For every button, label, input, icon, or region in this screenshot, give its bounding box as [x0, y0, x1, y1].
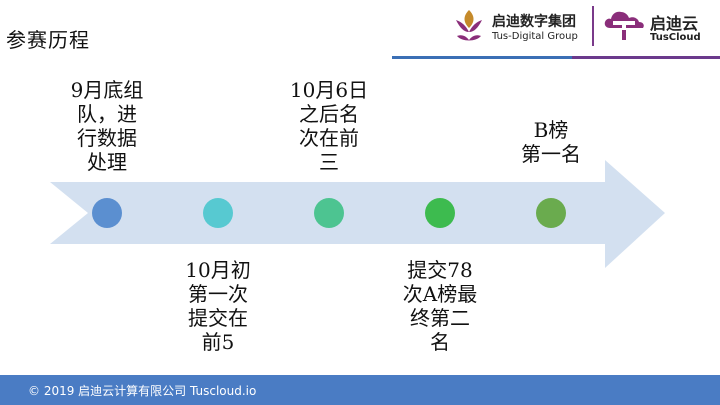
slide-title: 参赛历程 — [6, 28, 90, 52]
milestone-dot-5 — [536, 198, 566, 228]
milestone-label-5: B榜 第一名 — [521, 118, 581, 166]
milestone-label-2: 10月初 第一次 提交在 前5 — [185, 258, 251, 354]
logo-tus-digital-name: 启迪数字集团 — [492, 14, 576, 30]
logo-tus-cloud-subtitle: TusCloud — [650, 32, 701, 43]
milestone-dot-3 — [314, 198, 344, 228]
logo-tus-cloud-name: 启迪云 — [650, 14, 699, 33]
logo-tus-digital: 启迪数字集团 Tus-Digital Group — [452, 4, 592, 48]
milestone-label-3: 10月6日 之后名 次在前 三 — [289, 78, 369, 174]
footer-bar: © 2019 启迪云计算有限公司 Tuscloud.io — [0, 375, 720, 405]
header-line-blue — [392, 56, 572, 59]
milestone-dot-4 — [425, 198, 455, 228]
footer-copyright: © 2019 启迪云计算有限公司 Tuscloud.io — [28, 384, 257, 398]
logo-tus-cloud: 启迪云 TusCloud — [602, 6, 718, 48]
timeline-arrow-shape — [50, 160, 665, 268]
tus-cloud-icon — [604, 11, 644, 40]
milestone-dot-2 — [203, 198, 233, 228]
tus-flower-icon — [456, 10, 482, 41]
milestone-label-1: 9月底组 队，进 行数据 处理 — [70, 78, 144, 174]
milestone-dot-1 — [92, 198, 122, 228]
milestone-label-4: 提交78 次A榜最 终第二 名 — [402, 258, 478, 354]
header-line-purple — [572, 56, 720, 59]
logo-divider — [592, 6, 594, 46]
logo-tus-digital-subtitle: Tus-Digital Group — [492, 31, 578, 42]
